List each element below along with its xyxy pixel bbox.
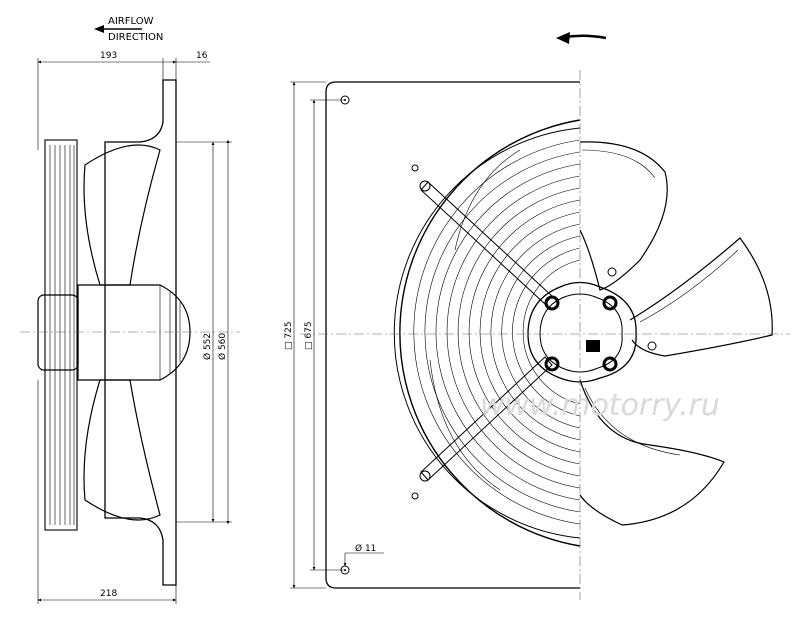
airflow-label-line1: AIRFLOW [108,16,154,27]
side-view: AIRFLOW DIRECTION 193 16 [20,16,240,604]
dimension-diameters: Ø 552 Ø 560 [176,139,232,525]
airflow-arrow-icon [94,25,142,33]
dim-675-text: □ 675 [304,321,314,350]
dim-725-text: □ 725 [284,321,294,350]
dim-560-text: Ø 560 [217,333,228,360]
dim-hole-text: Ø 11 [355,543,376,554]
rotation-arrow-icon [556,32,607,44]
dim-218-text: 218 [100,589,117,599]
front-view: □ 725 □ 675 Ø 11 [284,32,790,600]
dimension-squares: □ 725 □ 675 [284,81,345,589]
watermark: www.motorry.ru [480,388,720,423]
dim-193-text: 193 [100,51,117,61]
grill-front-arcs [413,139,581,525]
dimension-hole: Ø 11 [343,543,384,567]
dim-552-text: Ø 552 [202,333,213,360]
fan-blades [579,141,773,526]
dim-16-text: 16 [196,51,208,61]
dimension-193: 193 16 [37,51,210,150]
grill-side-lines [49,145,75,525]
dimension-218: 218 [37,380,177,604]
airflow-label-line2: DIRECTION [108,32,163,43]
